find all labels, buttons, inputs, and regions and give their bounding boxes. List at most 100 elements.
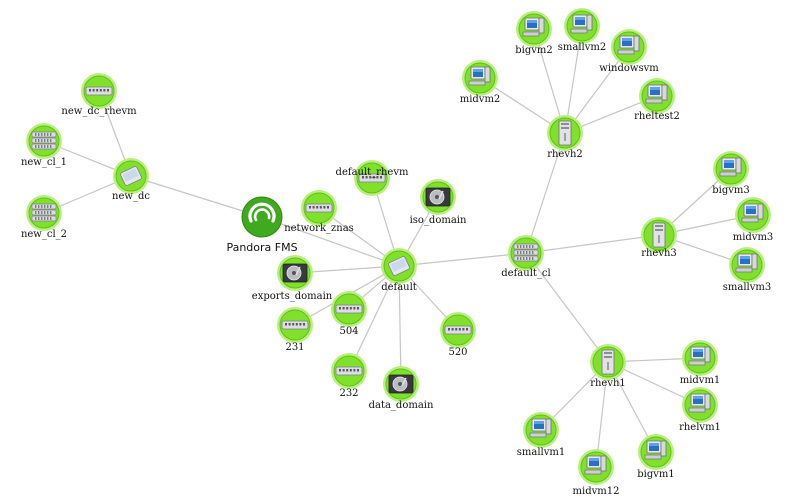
network-switch-icon <box>281 320 309 330</box>
hard-disk-icon <box>282 263 308 283</box>
node-label: midvm1 <box>680 375 721 386</box>
node-label: 504 <box>339 326 358 337</box>
edge-pandora-new_dc <box>130 175 263 218</box>
node-label: bigvm2 <box>515 45 553 56</box>
node-label: new_cl_2 <box>21 229 67 240</box>
node-bigvm3[interactable]: bigvm3 <box>712 151 750 196</box>
node-label: 231 <box>285 342 304 353</box>
edge-default-n232 <box>348 265 400 372</box>
node-smallvm3[interactable]: smallvm3 <box>723 247 771 293</box>
desktop-computer-icon <box>584 455 607 475</box>
node-midvm2[interactable]: midvm2 <box>460 60 501 105</box>
desktop-computer-icon <box>617 35 640 55</box>
node-midvm3[interactable]: midvm3 <box>733 197 774 243</box>
node-label: bigvm3 <box>712 185 750 196</box>
node-label: smallvm1 <box>517 447 565 458</box>
node-new_cl_1[interactable]: new_cl_1 <box>21 123 67 168</box>
network-switch-icon <box>335 304 363 314</box>
node-label: rhevh3 <box>641 248 677 259</box>
edge-default_cl-rhevh1 <box>525 252 609 363</box>
node-midvm1[interactable]: midvm1 <box>680 340 721 386</box>
node-label: iso_domain <box>410 215 467 226</box>
node-n504[interactable]: 504 <box>331 291 367 337</box>
node-label: rheltest2 <box>634 111 680 122</box>
node-label: Pandora FMS <box>226 241 297 254</box>
node-layer: Pandora FMS new_dc new_dc_rhevm new_cl_1new… <box>21 8 773 497</box>
node-label: rhevh2 <box>547 149 583 160</box>
network-switch-icon <box>85 86 113 96</box>
network-switch-icon <box>444 325 472 335</box>
node-label: bigvm1 <box>637 469 675 480</box>
node-rhelvm1[interactable]: rhelvm1 <box>679 387 721 433</box>
node-label: new_dc_rhevm <box>61 106 137 117</box>
edge-default-data_domain <box>398 265 402 385</box>
node-default_cl[interactable]: default_cl <box>501 235 551 279</box>
network-switch-icon <box>305 203 333 213</box>
tower-server-icon <box>601 349 615 375</box>
virtual-datacenter-icon <box>120 166 142 186</box>
node-n231[interactable]: 231 <box>277 307 313 353</box>
node-midvm12[interactable]: midvm12 <box>573 449 620 497</box>
network-switch-icon <box>335 366 363 376</box>
node-iso_domain[interactable]: iso_domain <box>410 179 467 226</box>
node-label: midvm2 <box>460 94 501 105</box>
desktop-computer-icon <box>644 440 667 460</box>
desktop-computer-icon <box>645 84 668 104</box>
node-label: smallvm3 <box>723 282 771 293</box>
node-smallvm2[interactable]: smallvm2 <box>558 8 606 53</box>
edge-default-default_cl <box>398 252 527 267</box>
node-label: default_rhevm <box>336 167 409 178</box>
node-windowsvm[interactable]: windowsvm <box>599 29 659 74</box>
node-smallvm1[interactable]: smallvm1 <box>517 412 565 458</box>
node-default[interactable]: default <box>381 248 417 293</box>
hard-disk-icon <box>425 187 451 207</box>
node-label: exports_domain <box>252 291 333 302</box>
node-bigvm2[interactable]: bigvm2 <box>515 11 553 56</box>
node-rhevh2[interactable]: rhevh2 <box>547 115 583 160</box>
desktop-computer-icon <box>468 66 491 86</box>
server-rack-icon <box>513 243 539 262</box>
desktop-computer-icon <box>570 14 593 34</box>
node-label: new_dc <box>112 191 150 202</box>
edge-default_cl-rhevh3 <box>525 234 660 254</box>
node-new_cl_2[interactable]: new_cl_2 <box>21 195 67 240</box>
pandora-logo <box>248 202 276 223</box>
node-default_rhevm[interactable]: default_rhevm <box>336 160 409 196</box>
node-new_dc[interactable]: new_dc <box>112 158 150 202</box>
node-rhevh3[interactable]: rhevh3 <box>641 217 677 259</box>
node-label: midvm3 <box>733 232 774 243</box>
desktop-computer-icon <box>529 418 552 438</box>
edge-pandora-default <box>261 216 400 267</box>
node-label: new_cl_1 <box>21 157 67 168</box>
edge-rhevh2-bigvm2 <box>533 28 566 134</box>
node-label: smallvm2 <box>558 42 606 53</box>
node-label: data_domain <box>369 400 434 411</box>
node-rheltest2[interactable]: rheltest2 <box>634 78 680 122</box>
server-rack-icon <box>31 131 57 150</box>
edge-rhevh2-smallvm2 <box>564 25 583 134</box>
node-bigvm1[interactable]: bigvm1 <box>637 434 675 480</box>
node-label: 232 <box>339 388 358 399</box>
virtual-datacenter-icon <box>388 256 410 276</box>
node-new_dc_rhevm[interactable]: new_dc_rhevm <box>61 73 137 117</box>
node-label: 520 <box>448 347 467 358</box>
tower-server-icon <box>558 120 572 146</box>
desktop-computer-icon <box>719 157 742 177</box>
node-label: windowsvm <box>599 63 659 74</box>
node-pandora[interactable]: Pandora FMS <box>226 196 298 254</box>
node-label: rhevh1 <box>590 378 626 389</box>
node-n520[interactable]: 520 <box>440 312 476 358</box>
desktop-computer-icon <box>688 346 711 366</box>
network-switch-icon <box>358 173 386 183</box>
node-network_znas[interactable]: network_znas <box>284 190 354 234</box>
node-data_domain[interactable]: data_domain <box>369 366 434 411</box>
node-n232[interactable]: 232 <box>331 353 367 399</box>
server-rack-icon <box>31 203 57 222</box>
node-rhevh1[interactable]: rhevh1 <box>590 344 626 389</box>
node-label: rhelvm1 <box>679 422 721 433</box>
desktop-computer-icon <box>741 203 764 223</box>
node-exports_domain[interactable]: exports_domain <box>252 255 333 302</box>
node-label: midvm12 <box>573 486 620 497</box>
tower-server-icon <box>652 222 666 248</box>
